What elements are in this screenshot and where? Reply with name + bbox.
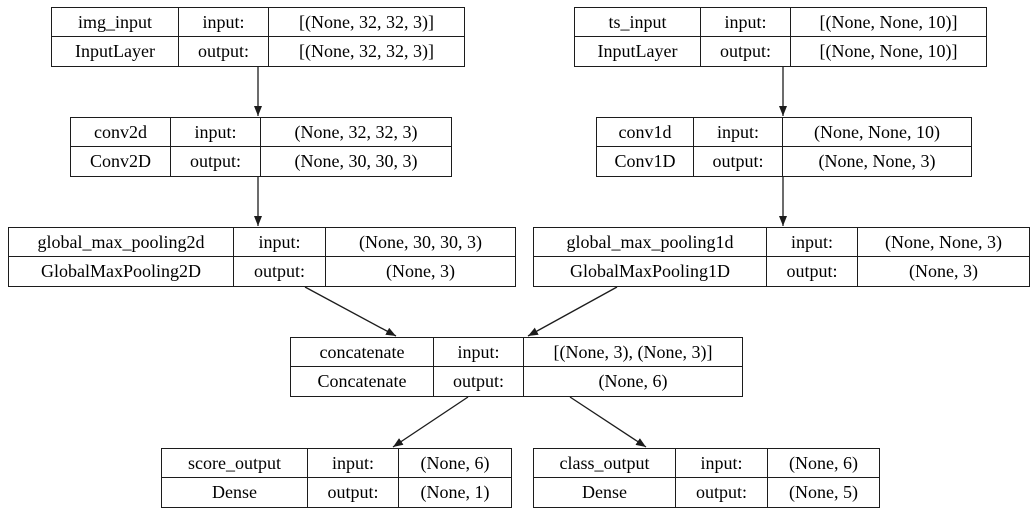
layer-class: GlobalMaxPooling2D bbox=[9, 257, 234, 286]
output-shape: [(None, 32, 32, 3)] bbox=[299, 41, 434, 61]
layer-class: Dense bbox=[162, 478, 308, 507]
output-shape: [(None, None, 10)] bbox=[819, 41, 958, 61]
input-label: input: bbox=[701, 8, 791, 37]
output-label: output: bbox=[694, 147, 783, 176]
layer-class: Dense bbox=[534, 478, 676, 507]
layer-name: concatenate bbox=[291, 338, 434, 367]
layer-class: InputLayer bbox=[52, 37, 179, 66]
layer-name: global_max_pooling1d bbox=[534, 228, 767, 257]
input-shape: (None, None, 10) bbox=[783, 118, 971, 147]
layer-name: img_input bbox=[52, 8, 179, 37]
input-shape: (None, 32, 32, 3) bbox=[261, 118, 451, 147]
layer-class: GlobalMaxPooling1D bbox=[534, 257, 767, 286]
output-shape: (None, 30, 30, 3) bbox=[294, 151, 418, 171]
edge-global_max_pooling2d-concatenate bbox=[304, 286, 397, 337]
output-shape: (None, None, 3) bbox=[818, 151, 936, 171]
input-shape: [(None, None, 10)] bbox=[791, 8, 986, 37]
node-conv1d: conv1d input: (None, None, 10) Conv1D ou… bbox=[596, 117, 972, 177]
output-label: output: bbox=[434, 367, 524, 396]
output-label: output: bbox=[308, 478, 399, 507]
output-label: output: bbox=[234, 257, 326, 286]
output-shape: (None, 1) bbox=[420, 482, 490, 502]
input-shape: [(None, 32, 32, 3)] bbox=[269, 8, 464, 37]
node-img_input: img_input input: [(None, 32, 32, 3)] Inp… bbox=[51, 7, 465, 67]
output-label: output: bbox=[676, 478, 768, 507]
node-concatenate: concatenate input: [(None, 3), (None, 3)… bbox=[290, 337, 743, 397]
output-label: output: bbox=[179, 37, 269, 66]
edge-global_max_pooling1d-concatenate bbox=[527, 286, 618, 337]
input-label: input: bbox=[676, 449, 768, 478]
input-label: input: bbox=[308, 449, 399, 478]
output-label: output: bbox=[171, 147, 261, 176]
node-global_max_pooling1d: global_max_pooling1d input: (None, None,… bbox=[533, 227, 1030, 287]
layer-name: conv1d bbox=[597, 118, 694, 147]
layer-name: ts_input bbox=[575, 8, 701, 37]
input-shape: [(None, 3), (None, 3)] bbox=[524, 338, 742, 367]
input-label: input: bbox=[694, 118, 783, 147]
layer-name: class_output bbox=[534, 449, 676, 478]
output-shape: (None, 5) bbox=[789, 482, 858, 502]
layer-class: Conv1D bbox=[597, 147, 694, 176]
node-class_output: class_output input: (None, 6) Dense outp… bbox=[533, 448, 880, 508]
layer-class: Concatenate bbox=[291, 367, 434, 396]
node-ts_input: ts_input input: [(None, None, 10)] Input… bbox=[574, 7, 987, 67]
input-label: input: bbox=[171, 118, 261, 147]
output-shape: (None, 3) bbox=[909, 261, 978, 281]
output-shape: (None, 3) bbox=[386, 261, 455, 281]
output-shape: (None, 6) bbox=[598, 371, 668, 391]
input-shape: (None, 30, 30, 3) bbox=[326, 228, 515, 257]
output-label: output: bbox=[701, 37, 791, 66]
node-score_output: score_output input: (None, 6) Dense outp… bbox=[161, 448, 512, 508]
input-shape: (None, 6) bbox=[399, 449, 511, 478]
layer-class: Conv2D bbox=[71, 147, 171, 176]
layer-name: global_max_pooling2d bbox=[9, 228, 234, 257]
output-label: output: bbox=[767, 257, 858, 286]
input-shape: (None, None, 3) bbox=[858, 228, 1029, 257]
layer-name: conv2d bbox=[71, 118, 171, 147]
input-label: input: bbox=[434, 338, 524, 367]
edge-concatenate-class_output bbox=[569, 396, 647, 448]
layer-class: InputLayer bbox=[575, 37, 701, 66]
input-label: input: bbox=[767, 228, 858, 257]
input-shape: (None, 6) bbox=[768, 449, 879, 478]
input-label: input: bbox=[179, 8, 269, 37]
node-conv2d: conv2d input: (None, 32, 32, 3) Conv2D o… bbox=[70, 117, 452, 177]
edge-concatenate-score_output bbox=[392, 396, 469, 448]
input-label: input: bbox=[234, 228, 326, 257]
layer-name: score_output bbox=[162, 449, 308, 478]
node-global_max_pooling2d: global_max_pooling2d input: (None, 30, 3… bbox=[8, 227, 516, 287]
